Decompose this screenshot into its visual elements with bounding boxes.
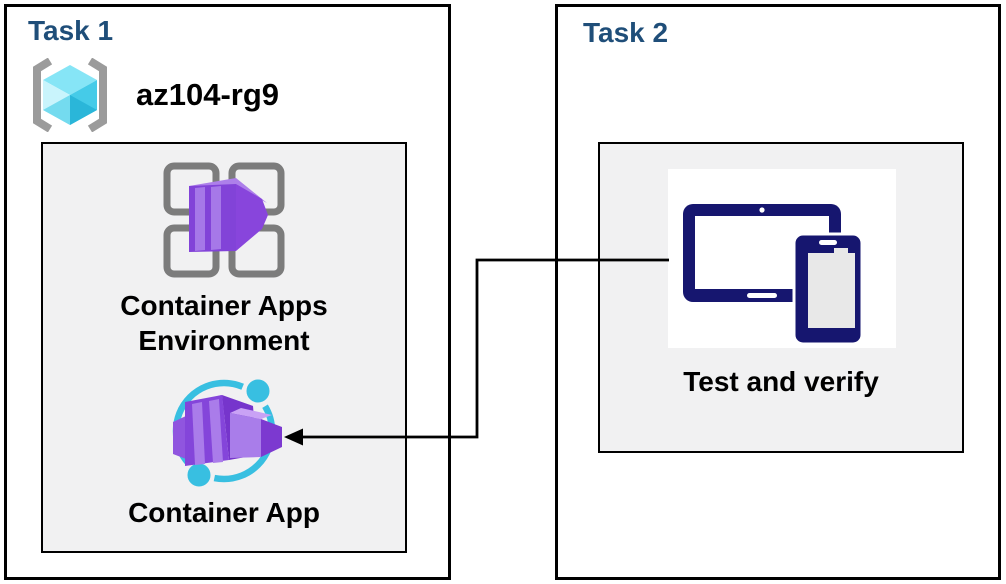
test-and-verify-label: Test and verify: [683, 366, 879, 397]
task1-title: Task 1: [28, 15, 114, 46]
container-app-label: Container App: [128, 497, 320, 528]
resource-group-name: az104-rg9: [136, 77, 280, 112]
environment-label: Container Apps Environment: [120, 290, 328, 356]
resource-group-row: az104-rg9: [28, 58, 279, 132]
task1-box: Task 1 az104-rg9: [4, 4, 451, 580]
container-apps-environment-icon: [163, 162, 285, 278]
test-and-verify-panel: Test and verify: [598, 142, 964, 453]
task2-title: Task 2: [583, 17, 669, 48]
devices-icon-plate: [668, 169, 896, 348]
resource-group-icon: [33, 58, 107, 132]
task2-box: Task 2 Test and verify: [555, 4, 1001, 580]
container-apps-environment-panel: Container Apps Environment Container App: [41, 142, 407, 553]
devices-icon: [683, 204, 864, 346]
container-app-icon: [172, 376, 282, 487]
